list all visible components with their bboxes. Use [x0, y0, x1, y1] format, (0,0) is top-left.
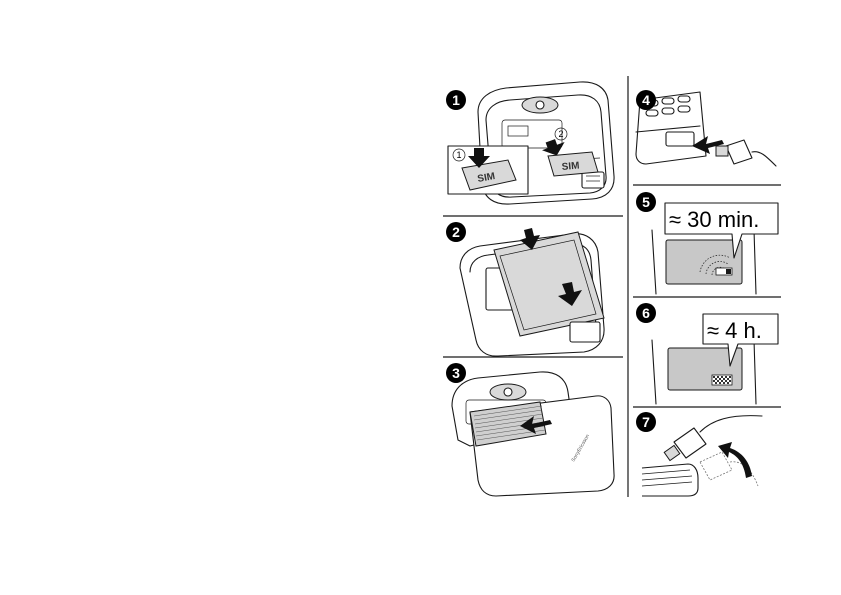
sim-label-slot: SIM	[561, 160, 580, 173]
step-number-6: 6	[642, 305, 650, 321]
step-badge-6: 6	[636, 303, 656, 323]
step-badge-1: 1	[446, 90, 466, 110]
step-5-illustration: ≈ 30 min.	[652, 203, 778, 294]
step-number-1: 1	[452, 92, 460, 108]
step-badge-7: 7	[636, 412, 656, 432]
step-number-4: 4	[642, 92, 650, 108]
step-number-2: 2	[452, 224, 460, 240]
step-number-7: 7	[642, 414, 650, 430]
step-3-illustration: SonyEricsson	[452, 372, 614, 496]
full-charge-callout: ≈ 4 h.	[707, 318, 762, 343]
step-badge-4: 4	[636, 90, 656, 110]
step-badge-5: 5	[636, 192, 656, 212]
step-badge-3: 3	[446, 363, 466, 383]
step-number-5: 5	[642, 194, 650, 210]
step-1-sub-1: 1	[456, 150, 461, 160]
step-badge-2: 2	[446, 222, 466, 242]
step-1-illustration: SIM SIM 1 2	[448, 82, 614, 204]
step-6-illustration: ≈ 4 h.	[652, 314, 778, 404]
step-1-sub-2: 2	[558, 129, 563, 139]
step-7-illustration	[642, 416, 762, 496]
step-4-illustration	[636, 92, 776, 166]
charge-time-callout: ≈ 30 min.	[669, 207, 759, 232]
step-2-illustration	[460, 228, 604, 356]
step-number-3: 3	[452, 365, 460, 381]
